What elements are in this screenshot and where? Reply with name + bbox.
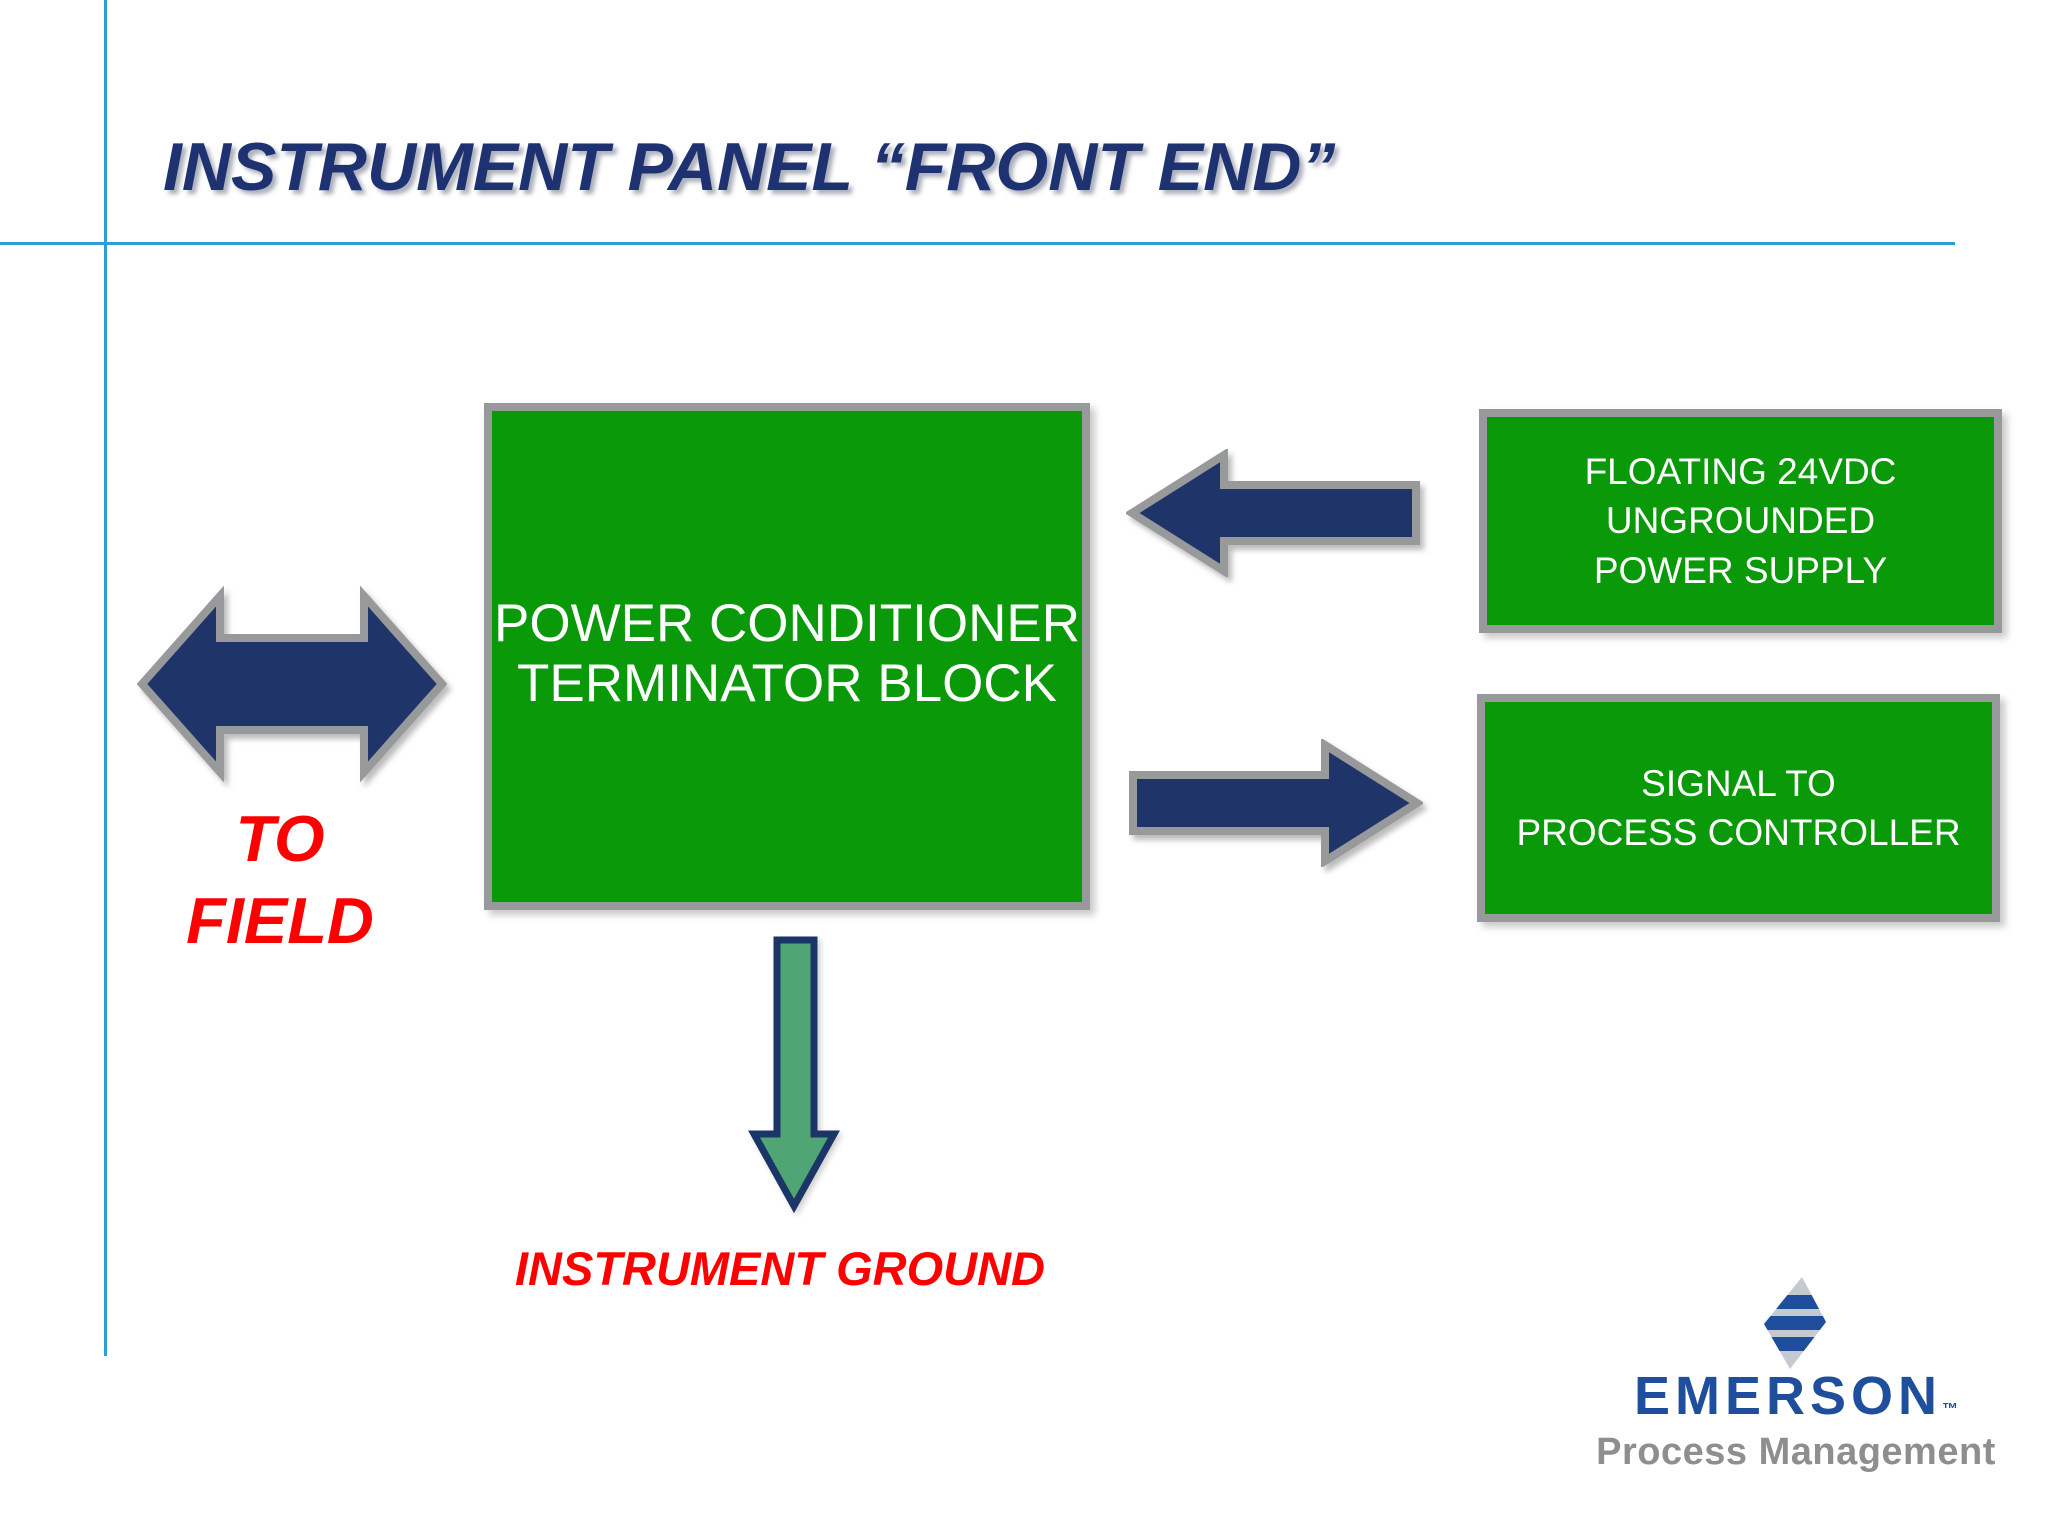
signal-line1: SIGNAL TO	[1641, 762, 1836, 804]
down-arrow-shape	[748, 936, 840, 1213]
to-field-line1: TO	[235, 802, 325, 875]
to-field-label: TO FIELD	[140, 798, 420, 962]
power-supply-line1: FLOATING 24VDC	[1584, 451, 1897, 493]
power-conditioner-box: POWER CONDITIONER TERMINATOR BLOCK	[484, 403, 1090, 910]
power-supply-line2: UNGROUNDED	[1605, 500, 1876, 542]
to-field-line2: FIELD	[186, 883, 374, 957]
left-arrow-shape	[1126, 449, 1420, 577]
conditioner-to-controller-arrow	[1129, 739, 1423, 867]
emerson-wordmark: EMERSON	[1633, 1366, 1943, 1426]
power-conditioner-line2: TERMINATOR BLOCK	[517, 653, 1057, 713]
instrument-ground-label: INSTRUMENT GROUND	[514, 1242, 1046, 1295]
emerson-diamond-icon	[1764, 1277, 1826, 1369]
instrument-ground-arrow	[748, 936, 840, 1213]
emerson-subtitle: Process Management	[1596, 1431, 1996, 1473]
signal-line2: PROCESS CONTROLLER	[1516, 812, 1961, 853]
trademark-symbol: ™	[1942, 1401, 1959, 1418]
right-arrow-shape	[1129, 739, 1423, 867]
to-field-double-arrow	[136, 586, 448, 782]
page-title: INSTRUMENT PANEL “FRONT END”	[163, 129, 1336, 205]
power-conditioner-line1: POWER CONDITIONER	[494, 594, 1080, 654]
double-arrow-shape	[136, 586, 448, 782]
emerson-logo: EMERSON™ Process Management	[1592, 1275, 2000, 1471]
power-supply-to-conditioner-arrow	[1126, 449, 1420, 577]
signal-box: SIGNAL TO PROCESS CONTROLLER	[1477, 694, 2000, 922]
power-supply-line3: POWER SUPPLY	[1593, 549, 1888, 591]
emerson-brand-text: EMERSON™	[1634, 1369, 1958, 1423]
vertical-guide-line	[104, 0, 107, 1356]
horizontal-divider-line	[0, 242, 1955, 245]
power-supply-box: FLOATING 24VDC UNGROUNDED POWER SUPPLY	[1479, 409, 2002, 633]
